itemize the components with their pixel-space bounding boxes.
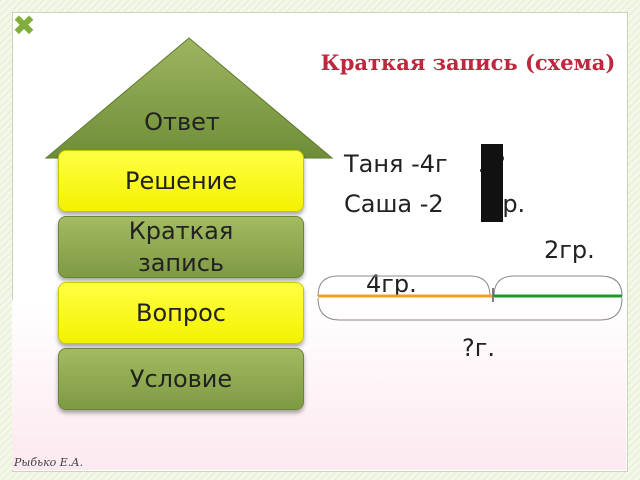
floor-short-record-label: Краткая запись (128, 217, 234, 277)
floor-question[interactable]: Вопрос (58, 282, 304, 344)
floor-condition[interactable]: Условие (58, 348, 304, 410)
brace-total (317, 297, 623, 321)
segment-diagram (317, 275, 623, 321)
house-roof (44, 37, 334, 159)
floor-condition-label: Условие (129, 365, 233, 393)
bracket-overlay (481, 144, 503, 222)
brace-second (493, 275, 623, 297)
floor-short-record[interactable]: Краткая запись (58, 216, 304, 278)
label-total: ?г. (462, 334, 495, 362)
label-first-segment: 4гр. (366, 270, 417, 298)
close-icon[interactable]: ✖ (12, 9, 36, 42)
condition-line-1-prefix: Таня -4г (344, 150, 448, 178)
slide-title: Краткая запись (схема) (320, 50, 616, 75)
brace-first (317, 275, 491, 297)
floor-question-label: Вопрос (136, 299, 226, 327)
floor-solution-label: Решение (124, 167, 238, 195)
label-second-segment: 2гр. (544, 236, 595, 264)
floor-solution[interactable]: Решение (58, 150, 304, 212)
condition-line-2-prefix: Саша -2 (344, 190, 444, 218)
author-signature: Рыбько Е.А. (14, 456, 84, 469)
roof-label: Ответ (144, 108, 220, 136)
